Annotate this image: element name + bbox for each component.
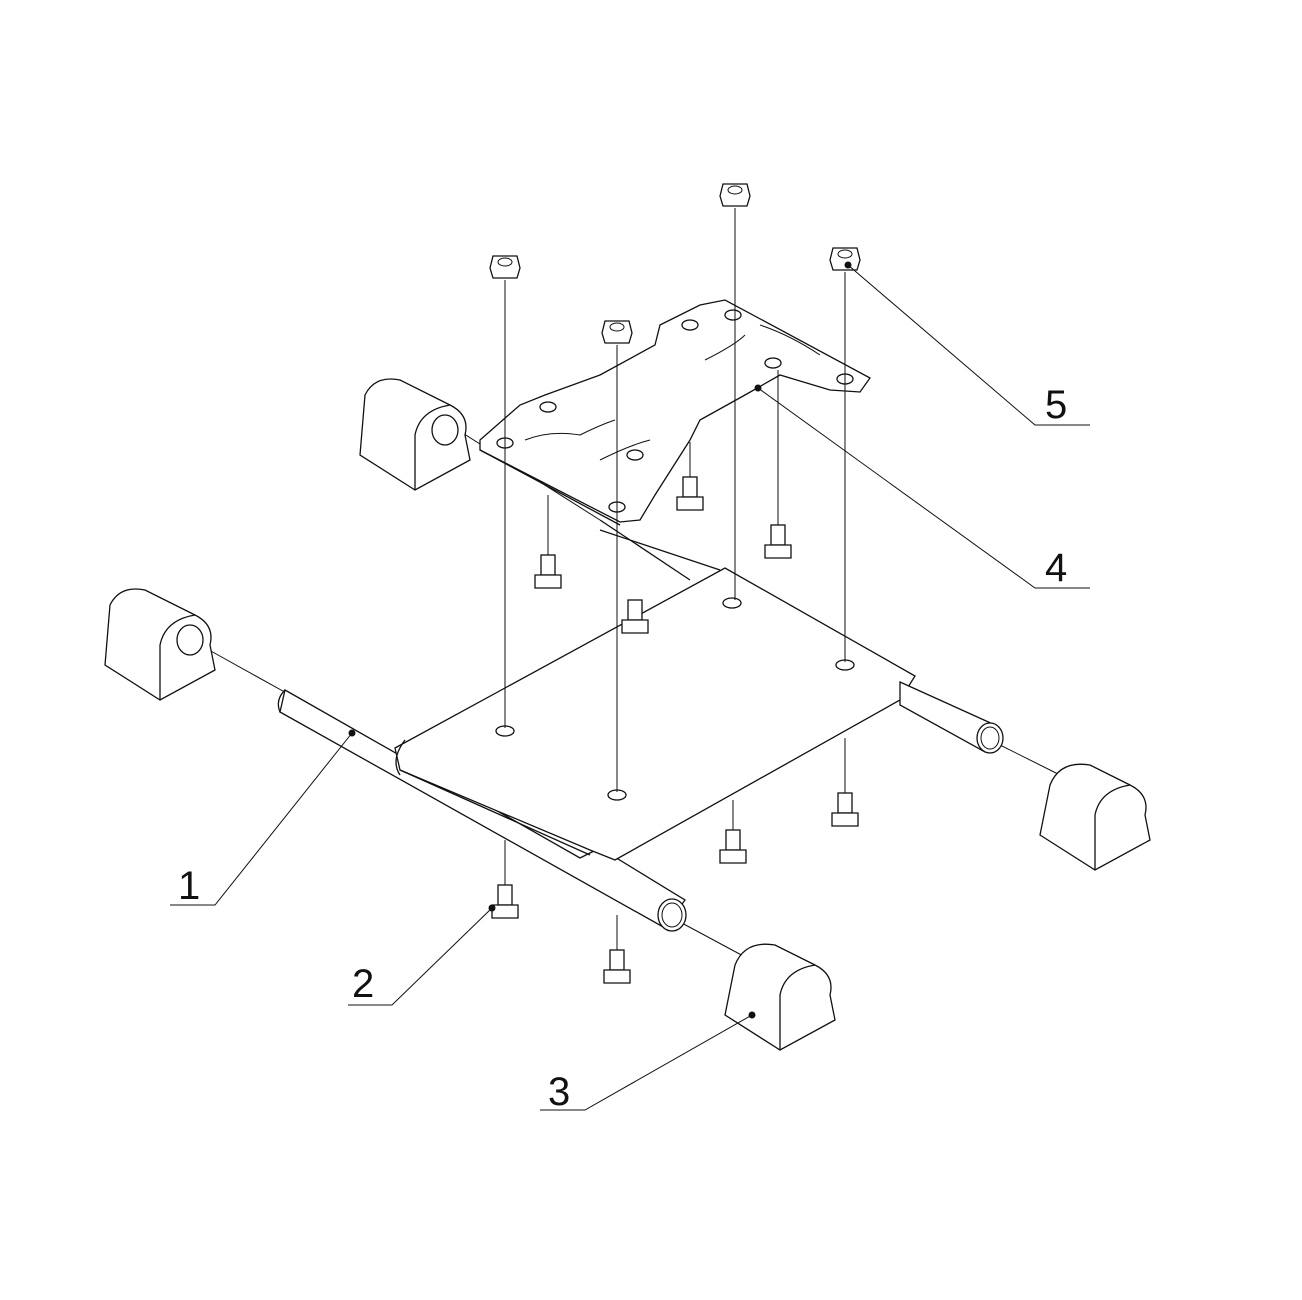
- nut: [489, 255, 521, 279]
- nut: [601, 320, 633, 344]
- block: [104, 588, 216, 701]
- stud-lines: [504, 208, 846, 792]
- nut: [829, 247, 861, 271]
- callout-1: 1: [178, 864, 201, 908]
- nut: [719, 183, 751, 207]
- callout-2: 2: [352, 962, 375, 1006]
- callout-3: 3: [548, 1070, 571, 1114]
- frame-part-1: [277, 519, 1004, 932]
- block: [724, 943, 836, 1051]
- block: [359, 378, 471, 491]
- bracket-plate-part-4: [479, 299, 871, 526]
- bolts-part-2: [491, 370, 859, 984]
- flange-nuts-part-5: [489, 183, 861, 344]
- block: [1039, 763, 1151, 871]
- callout-leaders: [170, 261, 1090, 1111]
- rubber-blocks-part-3: [104, 378, 1151, 1051]
- callout-4: 4: [1045, 546, 1068, 590]
- callout-5: 5: [1045, 383, 1068, 427]
